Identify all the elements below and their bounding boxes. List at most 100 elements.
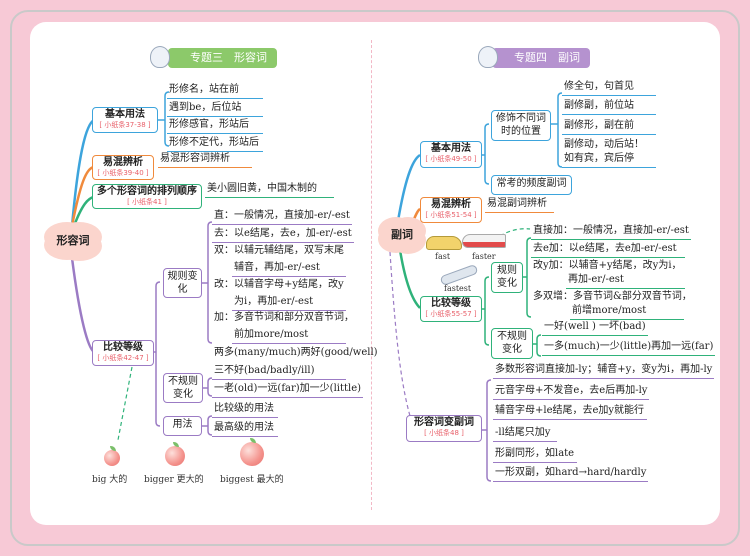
bracket-line bbox=[486, 379, 492, 482]
node-label: 基本用法 bbox=[105, 109, 145, 120]
leaf-text: 形修名，站在前 bbox=[167, 83, 263, 99]
apple-leaf-icon bbox=[110, 446, 116, 451]
node-label: 多个形容词的排列顺序 bbox=[97, 186, 197, 197]
apple-medium-icon bbox=[165, 446, 185, 466]
leaf-text: 一好(well ) 一坏(bad) bbox=[542, 320, 648, 336]
root-adverb: 副词 bbox=[384, 221, 420, 249]
leaf-text: 修全句，句首见 bbox=[562, 80, 656, 96]
node-adverb-basic-usage: 基本用法[ 小纸条49-50 ] bbox=[420, 141, 482, 168]
apple-small-icon bbox=[104, 450, 120, 466]
node-label: 基本用法 bbox=[431, 143, 471, 154]
reference-note: [ 小纸条49-50 ] bbox=[425, 155, 477, 163]
leaf-text: 前增more/most bbox=[570, 304, 684, 320]
node-frequency-adverbs: 常考的频度副词 bbox=[491, 175, 572, 195]
leaf-text: 改：以辅音字母+y结尾，改y bbox=[214, 279, 344, 290]
dashed-branch-line bbox=[389, 251, 411, 417]
node-adj-to-adv: 形容词变副词[ 小纸条48 ] bbox=[406, 415, 482, 442]
leaf-text: 最高级的用法 bbox=[212, 421, 278, 437]
connector-line bbox=[70, 257, 95, 354]
train-icon bbox=[462, 234, 506, 248]
leaf-text: 直接加：一般情况，直接加-er/-est bbox=[531, 224, 691, 240]
bracket-line bbox=[557, 92, 563, 168]
leaf-text: 易混副词辨析 bbox=[485, 197, 554, 213]
bracket-line bbox=[207, 221, 213, 344]
leaf-text: 比较级的用法 bbox=[212, 402, 278, 418]
node-label: 形容词变副词 bbox=[414, 417, 474, 428]
node-label: 易混辨析 bbox=[431, 199, 471, 210]
leaf-text: 形修感官，形站后 bbox=[167, 118, 263, 134]
node-adverb-irregular: 不规则变化 bbox=[491, 328, 533, 359]
leaf-text: 前加more/most bbox=[232, 328, 346, 344]
leaf-text: 为i，再加-er/-est bbox=[232, 295, 346, 311]
leaf-text: 加：多音节词和部分双音节词， bbox=[214, 312, 354, 323]
node-adverb-comparison: 比较等级[ 小纸条55-57 ] bbox=[420, 296, 482, 322]
bracket-line bbox=[484, 276, 490, 346]
node-basic-usage: 基本用法[ 小纸条37-38 ] bbox=[92, 107, 158, 133]
leaf-text: 一老(old)一远(far)加一少(little) bbox=[212, 382, 364, 398]
leaf-text: 再加-er/-est bbox=[566, 273, 685, 289]
title-banner-adjective: 专题三 形容词 bbox=[168, 48, 277, 68]
leaf-text: 直：一般情况，直接加-er/-est bbox=[212, 209, 352, 225]
picture-caption: fastest bbox=[444, 284, 472, 293]
node-label: 比较等级 bbox=[103, 342, 143, 353]
leaf-text: 形修不定代，形站后 bbox=[167, 136, 263, 152]
node-label: 易混辨析 bbox=[103, 157, 143, 168]
leaf-text: 多双增：多音节词&部分双音节词， bbox=[533, 291, 692, 302]
reference-note: [ 小纸条39-40 ] bbox=[97, 169, 149, 177]
leaf-text: 美小圆旧黄，中国木制的 bbox=[205, 182, 334, 198]
car-icon bbox=[426, 236, 462, 250]
connector-line bbox=[70, 118, 95, 227]
leaf-text: 去：以e结尾，去e，加-er/-est bbox=[212, 227, 354, 243]
dashed-pointer-line bbox=[117, 366, 133, 441]
page-divider bbox=[371, 40, 372, 510]
node-adjective-order: 多个形容词的排列顺序[ 小纸条41 ] bbox=[92, 184, 202, 209]
bracket-line bbox=[484, 123, 490, 185]
leaf-text: 一形双副，如hard→hard/hardly bbox=[493, 466, 649, 482]
leaf-text: 三不好(bad/badly/ill) bbox=[212, 364, 346, 380]
leaf-text: 辅音字母+le结尾，去e加y就能行 bbox=[493, 404, 647, 420]
reference-note: [ 小纸条51-54 ] bbox=[425, 211, 477, 219]
bracket-line bbox=[164, 91, 170, 147]
bracket-line bbox=[207, 377, 213, 397]
reference-note: [ 小纸条41 ] bbox=[127, 198, 167, 206]
node-adverb-regular: 规则变化 bbox=[491, 262, 523, 293]
reference-note: [ 小纸条48 ] bbox=[424, 429, 464, 437]
leaf-text: 多数形容词直接加-ly；辅音+y，变y为i，再加-ly bbox=[493, 363, 715, 379]
apple-caption: big 大的 bbox=[92, 475, 128, 485]
connector-line bbox=[398, 249, 421, 309]
apple-caption: bigger 更大的 bbox=[144, 475, 204, 485]
apple-leaf-icon bbox=[173, 442, 179, 447]
node-irregular-change: 不规则变化 bbox=[163, 373, 203, 403]
title-banner-adverb: 专题四 副词 bbox=[492, 48, 590, 68]
leaf-text: 遇到be，后位站 bbox=[167, 101, 263, 117]
leaf-text: 元音字母+不发音e，去e后再加-ly bbox=[493, 384, 650, 400]
picture-caption: fast bbox=[435, 252, 451, 261]
leaf-text: 辅音，再加-er/-est bbox=[232, 261, 346, 277]
node-modifier-position: 修饰不同词时的位置 bbox=[491, 110, 551, 141]
node-label: 比较等级 bbox=[431, 298, 471, 309]
leaf-text: 双：以辅元辅结尾，双写末尾 bbox=[214, 245, 344, 256]
leaf-text: 两多(many/much)两好(good/well) bbox=[214, 347, 378, 358]
owl-mascot-icon bbox=[478, 46, 498, 68]
apple-large-icon bbox=[240, 442, 264, 466]
apple-caption: biggest 最大的 bbox=[220, 475, 284, 485]
connector-line bbox=[396, 153, 421, 222]
owl-mascot-icon bbox=[150, 46, 170, 68]
bracket-line bbox=[155, 281, 161, 427]
leaf-text: 副修动，动后站！ bbox=[564, 139, 644, 150]
leaf-text: 副修副，前位站 bbox=[562, 99, 656, 115]
node-easily-confused: 易混辨析[ 小纸条39-40 ] bbox=[92, 155, 154, 180]
reference-note: [ 小纸条55-57 ] bbox=[425, 310, 477, 318]
leaf-text: 如有宾，宾后停 bbox=[562, 152, 656, 168]
node-comparison: 比较等级[ 小纸条42-47 ] bbox=[92, 340, 154, 366]
bracket-line bbox=[536, 334, 542, 357]
bracket-line bbox=[207, 415, 213, 436]
bracket-line bbox=[526, 237, 532, 318]
reference-note: [ 小纸条37-38 ] bbox=[99, 121, 151, 129]
root-adjective: 形容词 bbox=[50, 226, 96, 256]
leaf-text: 改y加：以辅音+y结尾，改y为i， bbox=[533, 260, 682, 271]
content-card bbox=[30, 22, 720, 525]
leaf-text: 一多(much)一少(little)再加一远(far) bbox=[542, 340, 716, 356]
apple-leaf-icon bbox=[250, 438, 256, 443]
